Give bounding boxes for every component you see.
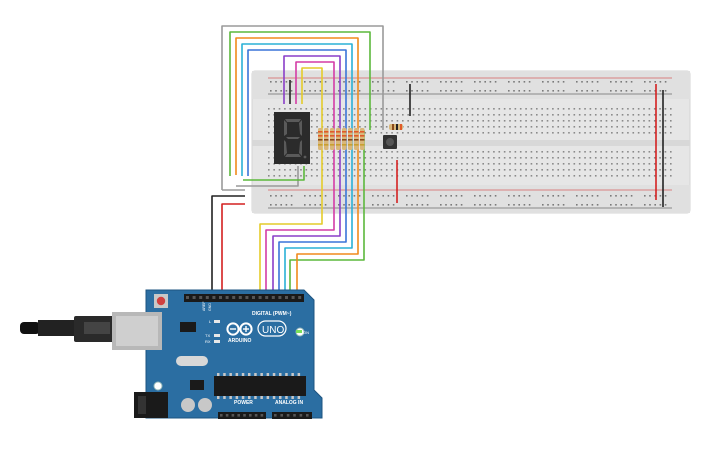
segments	[284, 119, 307, 159]
led-rx-label: RX	[205, 339, 211, 344]
smd-chip	[190, 380, 204, 390]
wire-red-5v	[221, 203, 245, 297]
atmega-chip-icon	[214, 373, 306, 399]
aref-label: AREF	[202, 301, 206, 311]
usb-port-icon	[112, 312, 162, 350]
reset-button-icon[interactable]	[154, 294, 168, 308]
capacitor	[181, 398, 195, 412]
voltage-regulator	[180, 322, 196, 332]
model-label: UNO	[262, 325, 284, 336]
led-rx	[214, 340, 220, 343]
segment-f	[284, 120, 287, 136]
arduino-board	[145, 289, 323, 419]
wire-inner-b	[243, 166, 305, 181]
resistor-pushbutton[interactable]	[389, 124, 403, 130]
wire-gray	[221, 25, 384, 190]
dc-jack-icon	[134, 392, 168, 418]
arduino-logo	[226, 322, 253, 336]
power-header[interactable]	[218, 412, 266, 419]
wire-blue	[247, 49, 347, 297]
led-on	[296, 330, 302, 333]
wire-orange	[235, 37, 359, 297]
wire-green	[229, 31, 371, 297]
usb-cable	[20, 316, 114, 342]
segment-d	[285, 154, 301, 157]
mount-hole	[153, 381, 163, 391]
pushbutton[interactable]	[383, 135, 397, 149]
segment-c	[299, 140, 302, 156]
power-label: POWER	[234, 400, 253, 406]
digital-header[interactable]	[184, 294, 304, 302]
gnd-label: GND	[208, 303, 212, 311]
led-tx	[214, 334, 220, 337]
segment-a	[285, 119, 301, 122]
arduino-uno[interactable]: L TX RX ON DIGITAL (PWM~) AREF GND ARDUI…	[20, 289, 323, 419]
model-badge	[257, 320, 287, 337]
led-l-label: L	[209, 319, 212, 324]
segment-g	[286, 137, 300, 139]
segment-dp	[303, 155, 307, 159]
segment-b	[299, 120, 302, 136]
bottom-headers[interactable]	[218, 412, 312, 419]
breadboard[interactable]	[251, 70, 691, 214]
brand-label: ARDUINO	[228, 338, 251, 344]
wire-inner-a	[236, 166, 299, 187]
wires	[211, 25, 664, 416]
wire-yellow	[259, 67, 323, 297]
wire-pink	[265, 61, 335, 297]
led-l	[214, 320, 220, 323]
led-on-label: ON	[303, 330, 309, 335]
analog-header[interactable]	[272, 412, 312, 419]
segment-e	[284, 140, 287, 156]
capacitor	[198, 398, 212, 412]
resistor-array[interactable]	[318, 128, 365, 150]
wire-black-gnd	[211, 195, 245, 297]
digital-header-label: DIGITAL (PWM~)	[252, 311, 292, 317]
wire-cyan	[241, 43, 353, 297]
crystal	[176, 356, 208, 366]
led-tx-label: TX	[205, 333, 210, 338]
wire-purple	[272, 55, 341, 297]
breadboard-holes	[268, 81, 672, 206]
analog-label: ANALOG IN	[275, 400, 303, 406]
seven-segment-display[interactable]	[274, 112, 310, 164]
